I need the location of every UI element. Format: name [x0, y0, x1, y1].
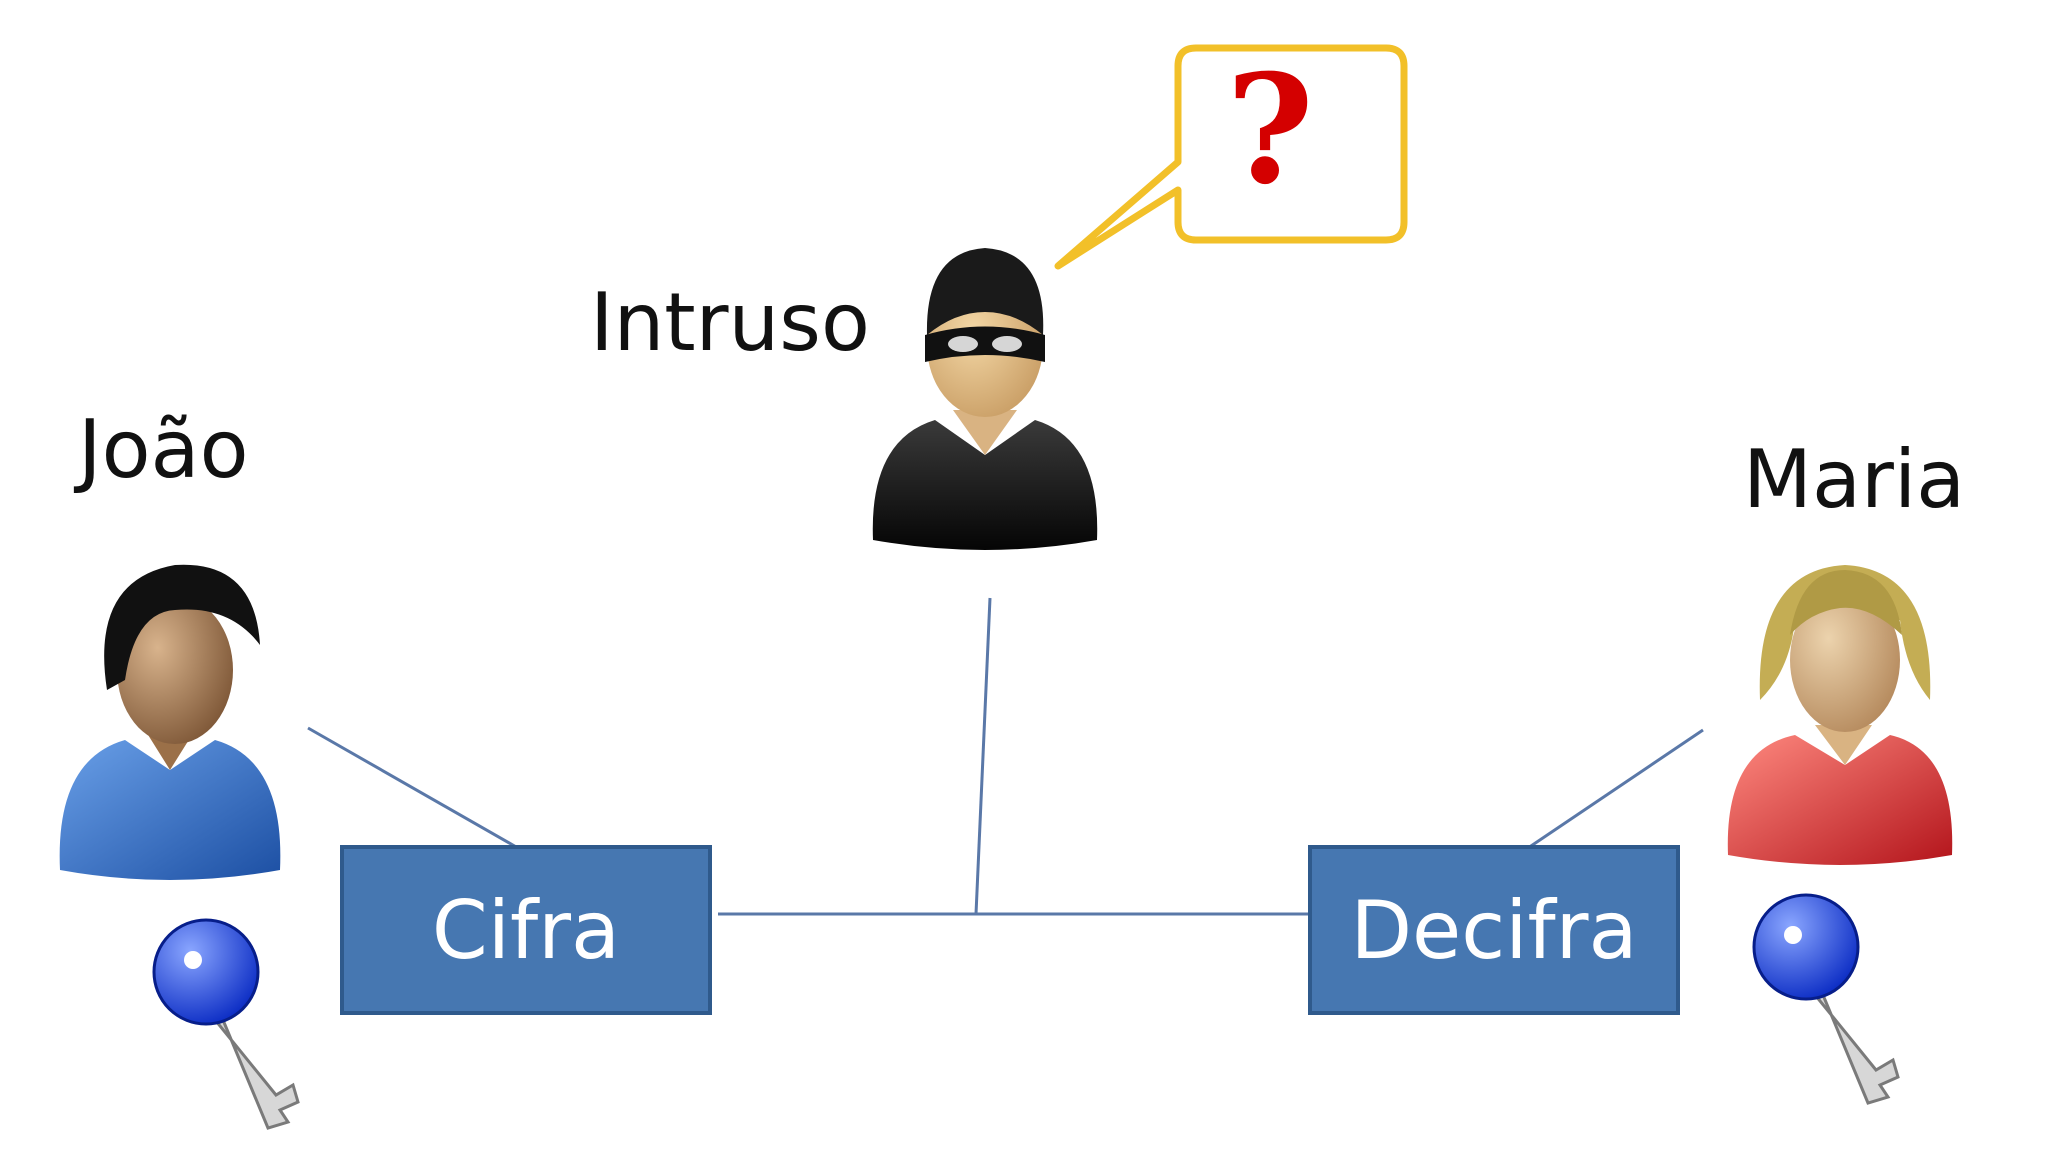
man-blue-shirt-icon	[55, 550, 285, 890]
sender-label: João	[78, 410, 249, 490]
blue-key-icon	[1748, 885, 1918, 1105]
question-mark: ?	[1185, 55, 1355, 205]
masked-thief-icon	[865, 240, 1105, 560]
blue-key-icon	[148, 910, 318, 1130]
woman-red-shirt-icon	[1720, 550, 1960, 870]
decrypt-box: Decifra	[1308, 845, 1680, 1015]
encrypt-box: Cifra	[340, 845, 712, 1015]
receiver-label: Maria	[1743, 440, 1965, 520]
intruder-label: Intruso	[590, 283, 870, 363]
